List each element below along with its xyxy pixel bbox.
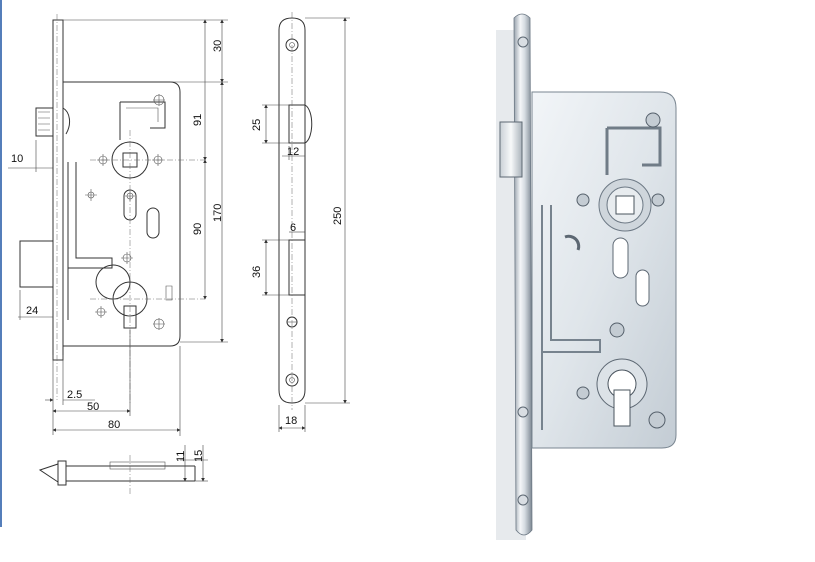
side-view-dimensions: 25 12 6 36 250 18 xyxy=(251,17,350,432)
dim-36: 36 xyxy=(251,266,263,278)
front-view xyxy=(19,14,205,405)
dim-50: 50 xyxy=(87,401,99,413)
dim-25: 25 xyxy=(251,119,263,131)
dim-2-5: 2.5 xyxy=(67,389,82,401)
dim-90: 90 xyxy=(192,223,204,235)
dim-15: 15 xyxy=(193,450,205,462)
dim-12: 12 xyxy=(287,146,299,158)
dim-6: 6 xyxy=(290,222,296,234)
dim-11: 11 xyxy=(175,451,187,462)
dim-91: 91 xyxy=(192,114,204,126)
dim-30: 30 xyxy=(212,40,224,52)
dim-250: 250 xyxy=(332,207,344,225)
bottom-view: 11 15 xyxy=(38,445,208,495)
dim-80: 80 xyxy=(108,419,120,431)
side-view xyxy=(278,12,313,410)
dim-170: 170 xyxy=(212,204,224,222)
dim-24: 24 xyxy=(26,305,38,317)
dim-10: 10 xyxy=(11,153,23,165)
front-view-dimensions: 30 91 170 90 10 24 2.5 50 80 xyxy=(8,19,228,436)
lock-product-photo xyxy=(496,13,677,540)
dim-18: 18 xyxy=(285,415,297,427)
